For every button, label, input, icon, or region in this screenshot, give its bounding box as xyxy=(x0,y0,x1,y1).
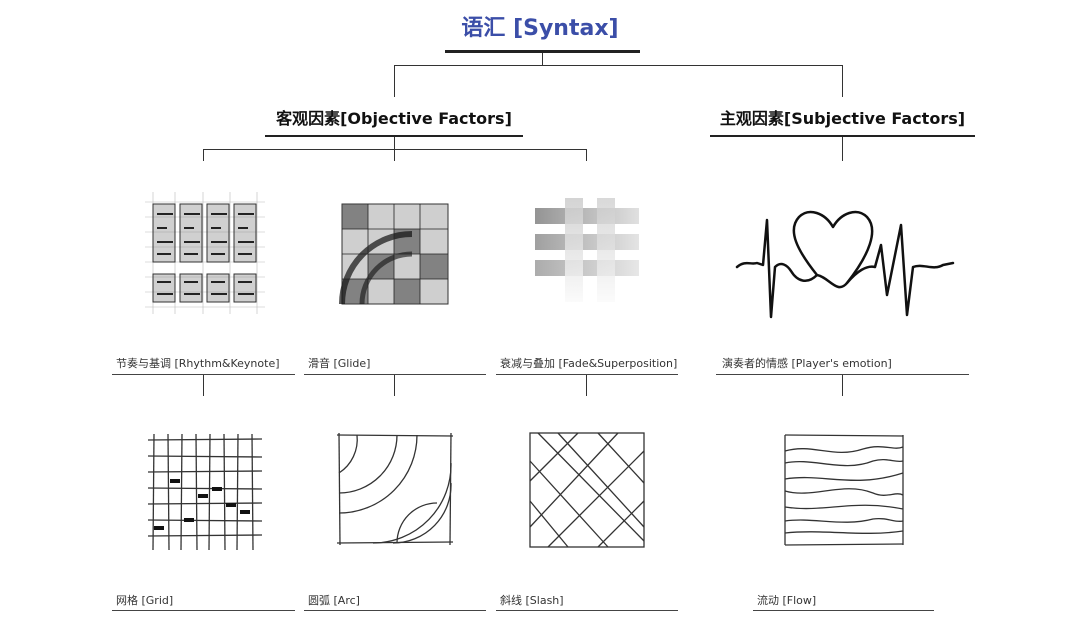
label-glide-underline xyxy=(304,374,486,375)
connector-rhythm-drop xyxy=(203,149,204,161)
label-emotion: 演奏者的情感 [Player's emotion] xyxy=(722,355,892,371)
connector-rhythm-grid xyxy=(203,375,204,396)
label-slash: 斜线 [Slash] xyxy=(500,592,564,608)
connector-title-branch xyxy=(394,65,843,66)
label-grid: 网格 [Grid] xyxy=(116,592,173,608)
connector-emotion-flow xyxy=(842,375,843,396)
label-grid-underline xyxy=(112,610,295,611)
label-rhythm: 节奏与基调 [Rhythm&Keynote] xyxy=(116,355,280,371)
fade-bars-icon xyxy=(535,198,639,302)
label-fade: 衰减与叠加 [Fade&Superposition] xyxy=(500,355,677,371)
connector-glide-arc xyxy=(394,375,395,396)
connector-fade-drop xyxy=(586,149,587,161)
rhythm-sketch-icon xyxy=(145,192,265,314)
grid-sketch-icon xyxy=(148,434,262,550)
connector-emotion-drop xyxy=(842,137,843,161)
flow-sketch-icon xyxy=(783,433,905,547)
connector-fade-slash xyxy=(586,375,587,396)
label-fade-underline xyxy=(496,374,678,375)
label-arc: 圆弧 [Arc] xyxy=(308,592,360,608)
category-subjective: 主观因素[Subjective Factors] xyxy=(710,105,975,129)
diagram-title: 语汇 [Syntax] xyxy=(440,10,640,42)
slash-sketch-icon xyxy=(528,431,646,549)
label-flow-underline xyxy=(753,610,934,611)
arc-sketch-icon xyxy=(337,433,453,545)
category-objective: 客观因素[Objective Factors] xyxy=(265,105,523,129)
heartbeat-icon xyxy=(737,205,955,325)
connector-subjective-drop xyxy=(842,65,843,97)
connector-objective-branch xyxy=(203,149,587,150)
connector-glide-drop xyxy=(394,149,395,161)
label-slash-underline xyxy=(496,610,678,611)
label-flow: 流动 [Flow] xyxy=(757,592,816,608)
connector-objective-drop xyxy=(394,65,395,97)
glide-sketch-icon xyxy=(342,204,448,304)
connector-objective-stem xyxy=(394,137,395,149)
label-arc-underline xyxy=(304,610,486,611)
label-glide: 滑音 [Glide] xyxy=(308,355,370,371)
connector-title-stem xyxy=(542,53,543,65)
